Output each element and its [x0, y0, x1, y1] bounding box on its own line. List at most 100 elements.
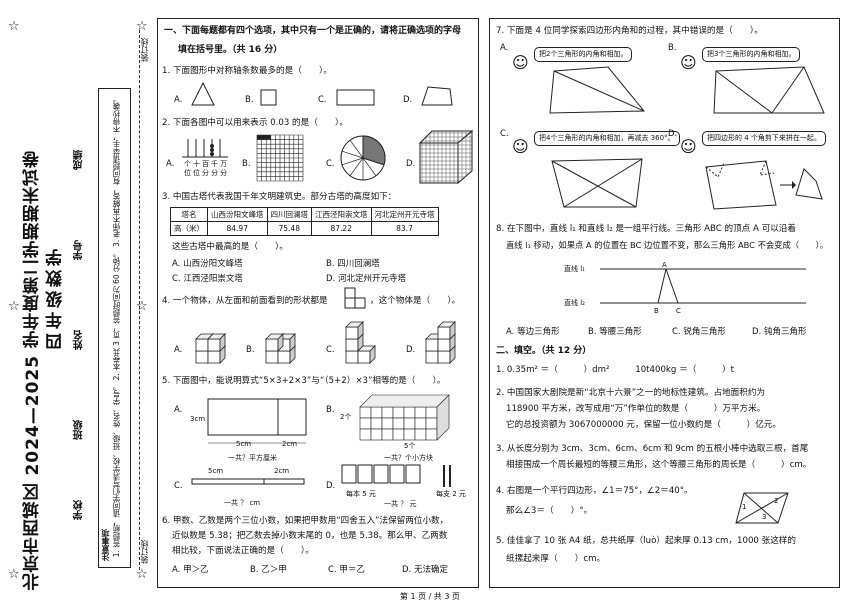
notes-box: 注意事项 1. 答题前，请同学们写清学校、班级、姓名、学号。 2. 本卷共 3 …	[98, 88, 131, 568]
q3-option-c[interactable]: C. 江西泾阳崇文塔	[172, 274, 243, 284]
parallelogram-figure	[735, 492, 789, 524]
section1-title: 一、下面每题都有四个选项，其中只有一个是正确的，请将正确选项的字母	[164, 26, 462, 36]
q2-option-b[interactable]: B.	[242, 159, 251, 169]
q4-text: 4. 一个物体，从左面和前面看到的形状都是	[162, 296, 328, 306]
q7-option-b[interactable]: B.	[668, 43, 677, 53]
q1-option-c[interactable]: C.	[318, 95, 327, 105]
star-icon: ☆	[136, 299, 148, 314]
binding-strip: ☆ ☆ ☆ ☆ ☆ ☆ 装订线 装订线 北京市西城区 2024—2025 学年度…	[0, 0, 150, 590]
cube-stack-d	[425, 321, 456, 364]
q7-option-c[interactable]: C.	[500, 129, 509, 139]
line-l1-label: 直线 l₁	[564, 265, 585, 273]
q5c-label-5: 5cm	[208, 467, 224, 475]
seal-label-top: 装订线	[140, 38, 149, 62]
q5c-caption: 一共 ？ cm	[224, 499, 261, 507]
seal-line	[139, 30, 140, 570]
q2-option-a[interactable]: A.	[166, 159, 175, 169]
q4-option-d[interactable]: D.	[406, 345, 416, 355]
vertex-a-label: A	[662, 261, 667, 269]
quad-cut-figure-d	[705, 160, 823, 210]
fill-q2-line3: 它的总投资额为 3067000000 元，保留一位小数约是（ ）亿元。	[506, 420, 781, 430]
abacus-figure	[182, 139, 228, 158]
q7-option-a[interactable]: A.	[500, 43, 509, 53]
table-cell: 75.48	[266, 221, 312, 236]
quad-figure-c	[551, 158, 643, 208]
q7-option-d[interactable]: D.	[668, 129, 678, 139]
q5-option-b[interactable]: B.	[326, 405, 335, 415]
square-shape	[260, 89, 277, 106]
fill-q3-line1: 3. 从长度分别为 3cm、3cm、6cm、6cm 和 9cm 的五根小棒中选取…	[496, 444, 809, 454]
fill-q5-line2: 纸摞起来厚（ ）cm。	[506, 554, 606, 564]
star-icon: ☆	[8, 299, 20, 314]
q8-option-a[interactable]: A. 等边三角形	[506, 327, 560, 337]
angle-1-label: 1	[742, 503, 747, 511]
q4-option-b[interactable]: B.	[246, 345, 255, 355]
q6-option-a[interactable]: A. 甲＞乙	[172, 565, 209, 575]
note-item: 3. 老师不再解答，有问题请举手，不得抄袭。	[112, 95, 121, 248]
line-l2-label: 直线 l₂	[564, 299, 585, 307]
q1-text: 1. 下面图形中对称轴条数最多的是（ ）。	[162, 66, 332, 76]
q8-option-b[interactable]: B. 等腰三角形	[588, 327, 642, 337]
q2-option-c[interactable]: C.	[326, 159, 335, 169]
q8-option-c[interactable]: C. 锐角三角形	[672, 327, 726, 337]
right-column: 7. 下面是 4 位同学探索四边形内角和的过程，其中错误的是（ ）。 A. ☺ …	[489, 18, 840, 588]
table-header: 塔名	[170, 207, 208, 222]
fill-q4-line1: 4. 右图是一个平行四边形，∠1＝75°，∠2＝40°。	[496, 486, 693, 496]
q5a-label-2: 2cm	[282, 440, 298, 448]
q5-option-d[interactable]: D.	[326, 481, 336, 491]
table-cell: 84.97	[207, 221, 268, 236]
q4-option-a[interactable]: A.	[174, 345, 183, 355]
q3-option-a[interactable]: A. 山西汾阳文峰塔	[172, 259, 243, 269]
q1-option-d[interactable]: D.	[403, 95, 413, 105]
table-row-label: 高（米）	[170, 221, 208, 236]
segment-line-figure	[191, 478, 305, 485]
q6-option-d[interactable]: D. 无法确定	[402, 565, 448, 575]
vertex-c-label: C	[676, 307, 681, 315]
q5-option-c[interactable]: C.	[174, 481, 183, 491]
q6-option-c[interactable]: C. 甲＝乙	[328, 565, 365, 575]
q1-option-b[interactable]: B.	[245, 95, 254, 105]
q7-bubble-d: 把四边形的 4 个角剪下来拼在一起。	[702, 131, 826, 146]
q2-option-d[interactable]: D.	[406, 159, 416, 169]
student-avatar-icon: ☺	[512, 53, 529, 72]
fill-q4-line2: 那么∠3＝（ ）°。	[506, 506, 593, 516]
table-header: 江西泾阳崇文塔	[311, 207, 372, 222]
q3-question: 这些古塔中最高的是（ ）。	[172, 242, 289, 252]
q1-option-a[interactable]: A.	[174, 95, 183, 105]
triangle-shape	[191, 81, 215, 106]
tower-table: 塔名 山西汾阳文峰塔 四川回澜塔 江西泾阳崇文塔 河北定州开元寺塔 高（米） 8…	[170, 207, 439, 236]
q3-option-b[interactable]: B. 四川回澜塔	[326, 259, 380, 269]
q6-text-3: 相比较，下面说法正确的是（ ）。	[172, 546, 314, 556]
section1-title-2: 填在括号里。（共 16 分）	[178, 45, 283, 55]
page-footer: 第 1 页 / 共 3 页	[399, 592, 461, 601]
student-avatar-icon: ☺	[512, 137, 529, 156]
q3-option-d[interactable]: D. 河北定州开元寺塔	[326, 274, 406, 284]
star-icon: ☆	[136, 19, 148, 34]
q5-option-a[interactable]: A.	[174, 405, 183, 415]
field-name: 姓名	[74, 330, 85, 350]
table-header: 山西汾阳文峰塔	[207, 207, 268, 222]
star-icon: ☆	[136, 567, 148, 582]
quad-figure-b	[713, 66, 825, 114]
q6-option-b[interactable]: B. 乙＞甲	[250, 565, 287, 575]
q8-text: 8. 在下图中，直线 l₁ 和直线 l₂ 是一组平行线。三角形 ABC 的顶点 …	[496, 224, 796, 234]
hundred-grid-figure	[256, 134, 304, 182]
field-score: 成绩	[74, 150, 85, 170]
rectangle-shape	[336, 89, 375, 106]
q4-option-c[interactable]: C.	[326, 345, 335, 355]
q8-option-d[interactable]: D. 钝角三角形	[752, 327, 807, 337]
field-student-id: 学号	[74, 240, 85, 260]
q7-text: 7. 下面是 4 位同学探索四边形内角和的过程，其中错误的是（ ）。	[496, 26, 763, 36]
table-cell: 83.7	[370, 221, 439, 236]
q5a-caption: 一共？平方厘米	[228, 454, 277, 462]
q5d-label-pens: 每支 2 元	[436, 490, 466, 498]
fill-q5-line1: 5. 佳佳拿了 10 张 A4 纸，总共纸厚（luò）起来厚 0.13 cm，1…	[496, 536, 796, 546]
q7-bubble-c: 把4个三角形的内角和相加，再减去 360°。	[534, 131, 680, 146]
rectangle-area-figure	[207, 398, 307, 444]
cube-stack-b	[265, 333, 296, 364]
fill-q3-line2: 相接围成一个周长最短的等腰三角形，这个等腰三角形的周长是（ ）cm。	[506, 460, 812, 470]
q7-bubble-b: 把3个三角形的内角和相加。	[702, 47, 801, 62]
view-shape-figure	[344, 287, 366, 309]
q5d-caption: 一共 ？ 元	[384, 500, 417, 508]
parallel-lines-figure	[600, 268, 806, 304]
